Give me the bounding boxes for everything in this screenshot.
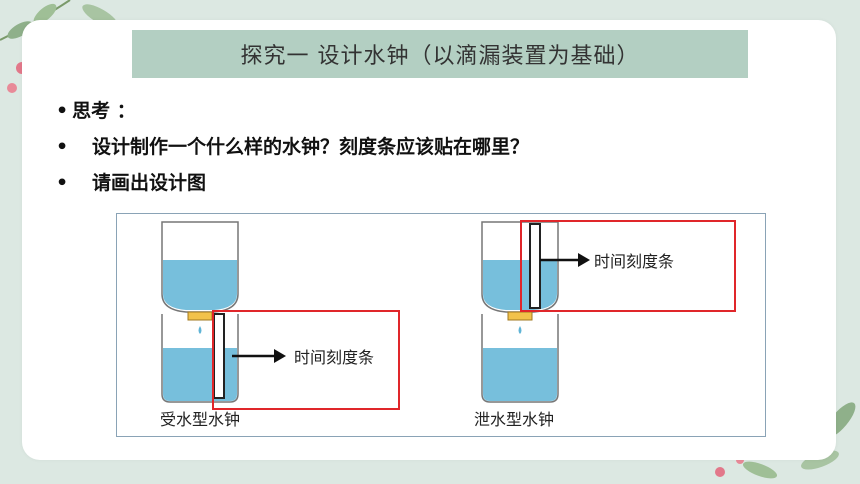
scale-highlight-box [520, 220, 736, 312]
bullet-item: •思考 ： [56, 100, 136, 122]
figure-caption: 受水型水钟 [160, 410, 241, 429]
receiving-water-clock-illustration [161, 221, 239, 403]
scale-label: 时间刻度条 [594, 252, 675, 271]
scale-highlight-box [212, 310, 400, 410]
arrow-icon [232, 349, 286, 363]
figure-caption: 泄水型水钟 [474, 410, 555, 429]
scale-label: 时间刻度条 [294, 348, 375, 367]
slide-title: 探究一 设计水钟（以滴漏装置为基础） [132, 30, 748, 78]
bullet-item: •设计制作一个什么样的水钟？刻度条应该贴在哪里？ [56, 136, 530, 158]
arrow-icon [540, 253, 590, 267]
bullet-item: •请画出设计图 [56, 172, 207, 194]
